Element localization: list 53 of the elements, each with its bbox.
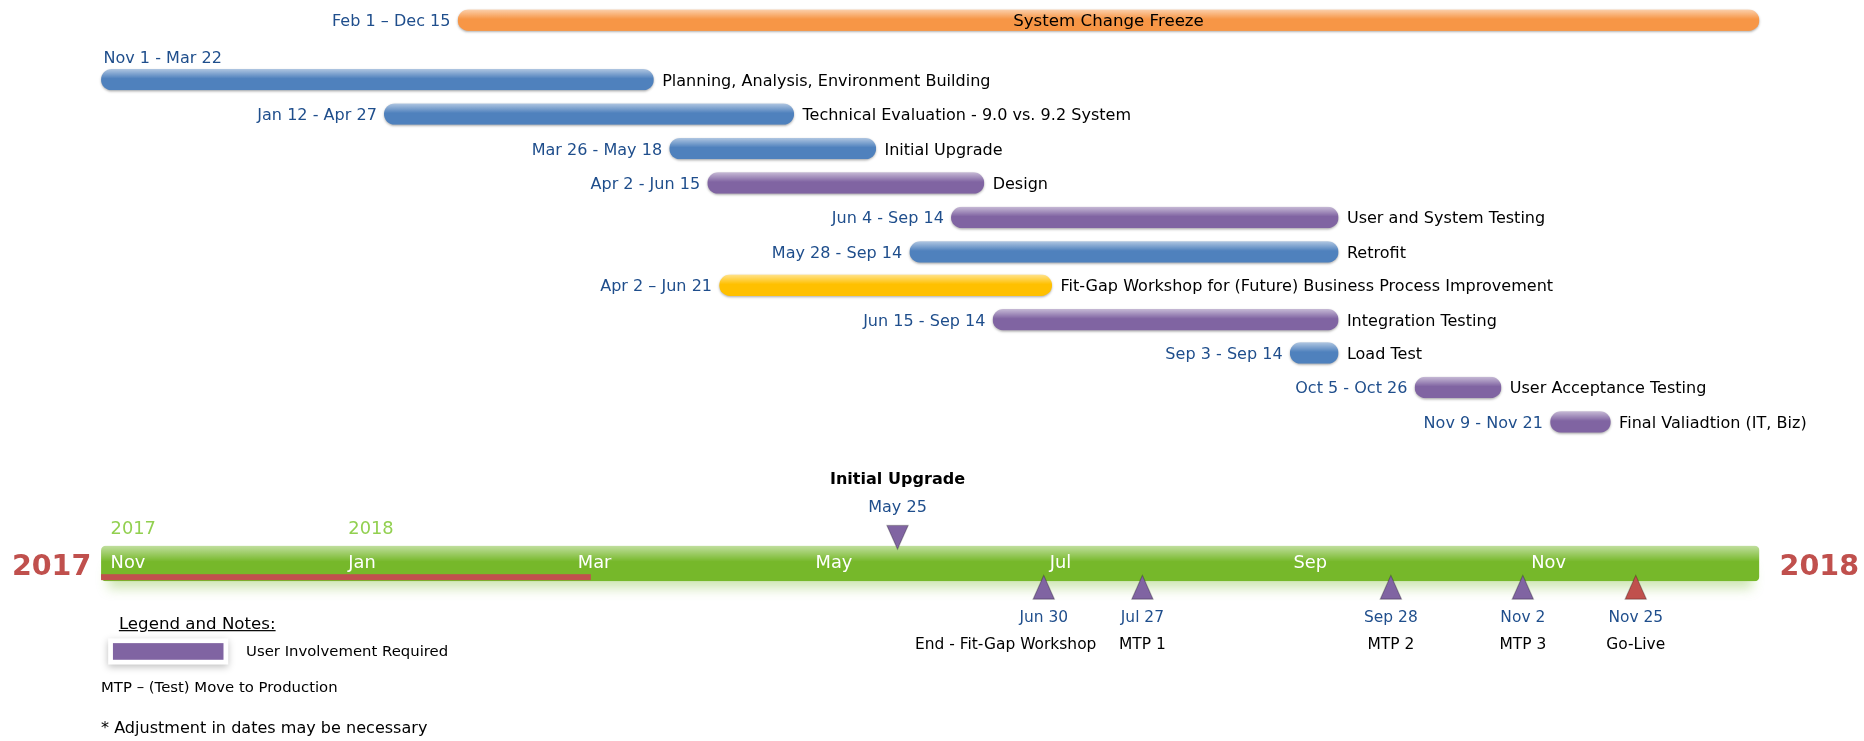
date-range: Nov 9 - Nov 21 [1423,411,1544,433]
milestone-date: Jun 30 [1019,607,1069,626]
date-range: Jun 15 - Sep 14 [863,309,986,331]
month-label: Nov [1531,551,1566,573]
milestone-date: Nov 2 [1500,607,1546,626]
date-range: Jun 4 - Sep 14 [831,207,944,229]
task-label: Retrofit [1346,241,1406,263]
date-range: Sep 3 - Sep 14 [1165,342,1283,364]
year-label: 2017 [110,517,156,539]
task-label: Integration Testing [1346,309,1497,331]
date-range: May 28 - Sep 14 [771,241,903,263]
milestone-label: MTP 2 [1367,634,1415,653]
task-label: User and System Testing [1346,207,1546,229]
milestone-title: Initial Upgrade [829,468,966,488]
month-label: Sep [1293,551,1327,573]
date-range: Apr 2 – Jun 21 [600,274,713,296]
task-label: Initial Upgrade [884,138,1003,160]
task-label: Load Test [1346,342,1423,364]
legend-heading: Legend and Notes: [118,613,276,633]
progress-bar [101,574,591,581]
task-label: Fit-Gap Workshop for (Future) Business Process Improvement [1060,274,1554,296]
gantt-bar: System Change Freeze [457,9,1760,31]
date-range: Jan 12 - Apr 27 [257,103,377,125]
month-label: Nov [110,551,146,573]
year-label: 2018 [1779,549,1859,583]
year-label: 2018 [348,517,394,539]
task-label: Planning, Analysis, Environment Building [662,69,991,91]
milestone-date: Jul 27 [1120,607,1165,626]
task-label: Design [992,172,1049,194]
date-range: Mar 26 - May 18 [531,138,663,160]
month-label: May [815,551,853,573]
year-label: 2017 [11,549,92,583]
milestone-label: Go-Live [1606,634,1666,653]
month-label: Jan [348,551,376,573]
milestone-label: MTP 1 [1119,634,1166,653]
note-text: MTP – (Test) Move to Production [101,677,338,696]
month-label: Mar [577,551,612,573]
task-label: Final Valiadtion (IT, Biz) [1619,411,1807,433]
milestone-label: MTP 3 [1499,634,1547,653]
legend-label: User Involvement Required [246,641,449,660]
month-label: Jul [1049,551,1072,573]
note-text: * Adjustment in dates may be necessary [101,718,428,738]
date-range: Oct 5 - Oct 26 [1295,377,1408,399]
milestone-date: Nov 25 [1608,607,1664,626]
date-range: Nov 1 - Mar 22 [103,46,222,68]
date-range: Feb 1 – Dec 15 [332,9,451,31]
milestone-date: May 25 [868,496,927,516]
task-label: Technical Evaluation - 9.0 vs. 9.2 System [802,103,1132,125]
milestone-date: Sep 28 [1364,607,1418,626]
timeline-bar [101,545,1760,582]
task-label: User Acceptance Testing [1509,377,1707,399]
date-range: Apr 2 - Jun 15 [590,172,701,194]
milestone-label: End - Fit-Gap Workshop [915,634,1097,653]
